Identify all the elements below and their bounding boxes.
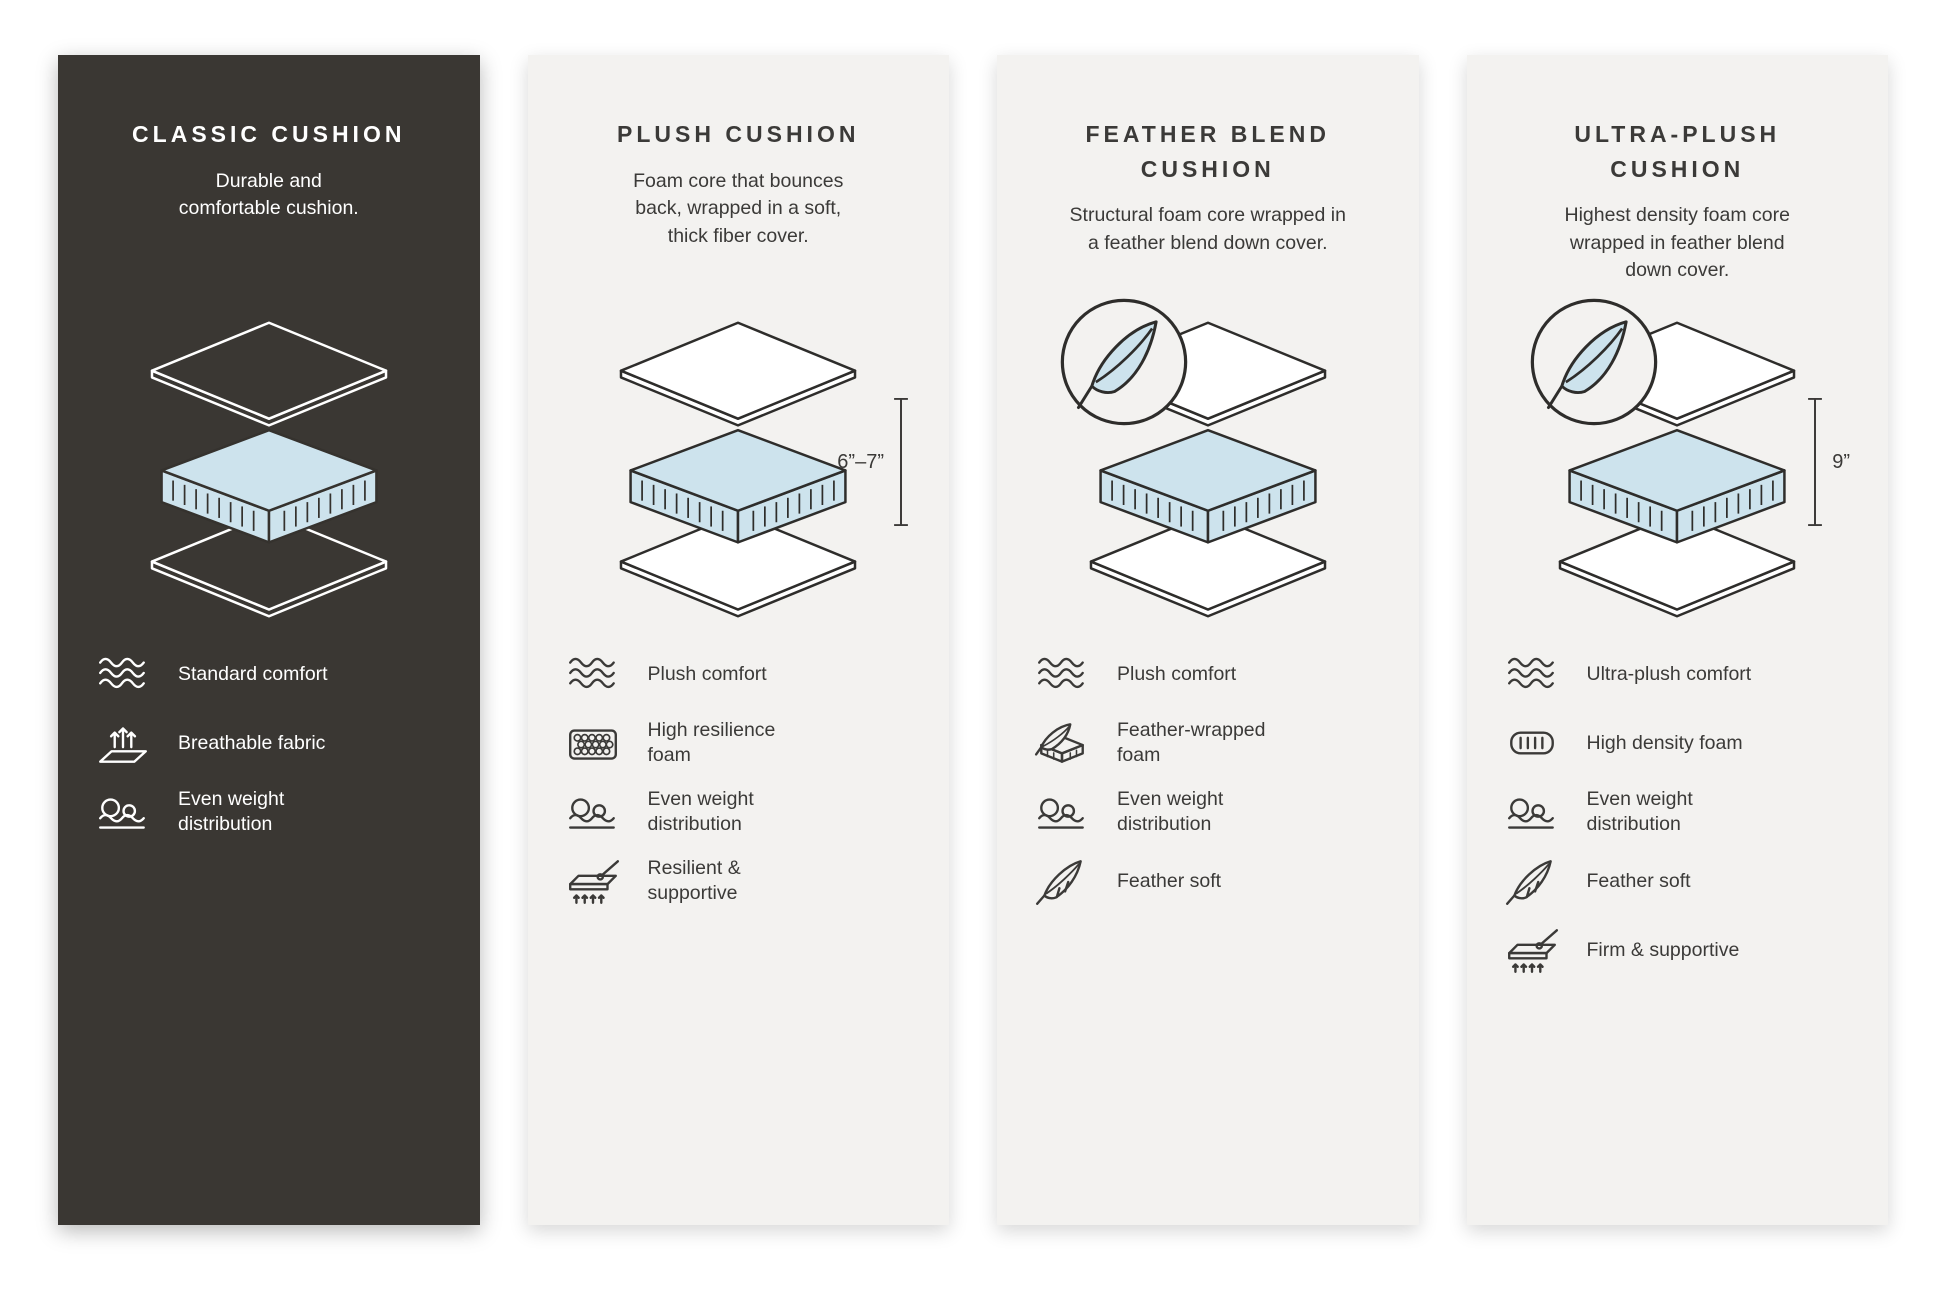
panel-title: PLUSH CUSHION bbox=[617, 121, 860, 147]
feature-row: High resilience foam bbox=[564, 718, 916, 768]
panel-header: FEATHER BLEND CUSHION Structural foam co… bbox=[1031, 117, 1385, 317]
cushion-layers-graphic bbox=[151, 322, 386, 617]
panel-feather-blend-cushion: FEATHER BLEND CUSHION Structural foam co… bbox=[997, 55, 1419, 1225]
feature-row: Ultra-plush comfort bbox=[1503, 649, 1855, 699]
weight-distribution-icon bbox=[1038, 798, 1084, 829]
panel-header: ULTRA-PLUSH CUSHION Highest density foam… bbox=[1501, 117, 1855, 317]
feature-label: Firm & supportive bbox=[1586, 938, 1740, 961]
height-measurement: 6”–7” bbox=[837, 395, 911, 529]
panel-description: Structural foam core wrapped in a feathe… bbox=[1069, 204, 1346, 254]
panel-title: FEATHER BLEND CUSHION bbox=[1085, 121, 1330, 182]
cushion-layers-diagram: 6”–7” bbox=[562, 317, 916, 635]
cushion-layers-diagram: 9” bbox=[1501, 298, 1855, 635]
waves-icon bbox=[568, 657, 615, 689]
feature-label: High resilience foam bbox=[647, 719, 776, 766]
weight-distribution-icon bbox=[1507, 798, 1554, 829]
panel-title: CLASSIC CUSHION bbox=[132, 121, 406, 147]
weight-distribution-icon bbox=[99, 798, 145, 829]
measurement-label: 9” bbox=[1832, 450, 1850, 473]
feature-row: Even weight distribution bbox=[94, 787, 446, 837]
feature-list: Plush comfort High resilience foam Even … bbox=[562, 649, 916, 906]
feature-label: Resilient & supportive bbox=[647, 857, 741, 904]
feather-badge-icon bbox=[1060, 298, 1188, 426]
panel-description: Foam core that bounces back, wrapped in … bbox=[633, 169, 844, 247]
feather-foam-icon bbox=[1034, 723, 1084, 763]
feature-list: Plush comfort Feather-wrapped foam Even … bbox=[1031, 649, 1385, 906]
feature-label: Breathable fabric bbox=[178, 731, 326, 754]
feature-row: Breathable fabric bbox=[94, 718, 446, 768]
panel-description: Durable and comfortable cushion. bbox=[178, 169, 359, 220]
panel-ultra-plush-cushion: ULTRA-PLUSH CUSHION Highest density foam… bbox=[1466, 55, 1888, 1225]
feature-label: Even weight distribution bbox=[647, 788, 754, 835]
height-measurement: 9” bbox=[1805, 395, 1850, 529]
feature-row: Even weight distribution bbox=[564, 787, 916, 837]
feature-row: Standard comfort bbox=[94, 649, 446, 699]
feature-label: Even weight distribution bbox=[178, 788, 285, 835]
feature-row: Plush comfort bbox=[564, 649, 916, 699]
feature-row: Plush comfort bbox=[1033, 649, 1385, 699]
feature-list: Standard comfort Breathable fabric Even … bbox=[92, 649, 446, 837]
cushion-layers-diagram bbox=[1031, 298, 1385, 635]
feature-label: Feather soft bbox=[1117, 869, 1222, 892]
feature-label: Even weight distribution bbox=[1117, 788, 1224, 835]
feature-label: Ultra-plush comfort bbox=[1586, 662, 1752, 685]
feather-icon bbox=[1035, 860, 1082, 905]
feature-row: Resilient & supportive bbox=[564, 856, 916, 906]
honeycomb-icon bbox=[568, 729, 617, 760]
feather-badge-icon bbox=[1530, 298, 1657, 426]
feature-list: Ultra-plush comfort High density foam Ev… bbox=[1501, 649, 1855, 975]
supportive-icon bbox=[568, 860, 619, 904]
breathable-icon bbox=[99, 727, 147, 763]
cushion-layers-diagram bbox=[92, 317, 446, 635]
feature-label: Even weight distribution bbox=[1586, 788, 1693, 835]
panel-header: PLUSH CUSHION Foam core that bounces bac… bbox=[562, 117, 916, 317]
measurement-label: 6”–7” bbox=[837, 450, 884, 473]
waves-icon bbox=[99, 657, 145, 689]
feature-label: Standard comfort bbox=[178, 662, 328, 685]
density-foam-icon bbox=[1509, 731, 1554, 755]
panel-description: Highest density foam core wrapped in fea… bbox=[1564, 204, 1790, 282]
supportive-icon bbox=[1507, 929, 1558, 973]
waves-icon bbox=[1038, 657, 1084, 689]
panel-title: ULTRA-PLUSH CUSHION bbox=[1574, 121, 1781, 182]
feature-label: Feather-wrapped foam bbox=[1117, 719, 1266, 766]
feature-row: Firm & supportive bbox=[1503, 925, 1855, 975]
panel-plush-cushion: PLUSH CUSHION Foam core that bounces bac… bbox=[527, 55, 949, 1225]
feature-row: Even weight distribution bbox=[1033, 787, 1385, 837]
feature-row: Even weight distribution bbox=[1503, 787, 1855, 837]
feature-label: Plush comfort bbox=[1117, 662, 1237, 685]
feature-row: High density foam bbox=[1503, 718, 1855, 768]
panel-header: CLASSIC CUSHION Durable and comfortable … bbox=[92, 117, 446, 317]
panel-classic-cushion: CLASSIC CUSHION Durable and comfortable … bbox=[58, 55, 480, 1225]
feature-label: High density foam bbox=[1586, 731, 1743, 754]
feature-row: Feather-wrapped foam bbox=[1033, 718, 1385, 768]
weight-distribution-icon bbox=[568, 798, 615, 829]
feature-label: Plush comfort bbox=[647, 662, 767, 685]
waves-icon bbox=[1507, 657, 1554, 689]
measurement-line bbox=[894, 397, 908, 527]
feature-row: Feather soft bbox=[1033, 856, 1385, 906]
feather-icon bbox=[1505, 860, 1552, 905]
feature-label: Feather soft bbox=[1586, 869, 1691, 892]
feature-row: Feather soft bbox=[1503, 856, 1855, 906]
measurement-line bbox=[1808, 397, 1823, 527]
